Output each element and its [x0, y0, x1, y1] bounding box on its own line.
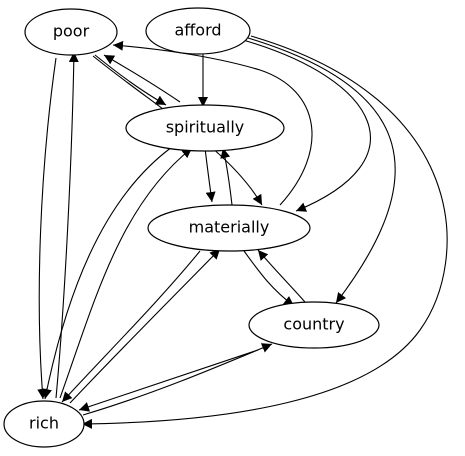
- edge-materially-to-poor: [112, 40, 313, 206]
- edge-poor-to-spiritually: [94, 54, 167, 106]
- edge-rich-to-spiritually: [59, 147, 193, 399]
- node-spiritually[interactable]: spiritually: [125, 104, 285, 152]
- node-poor-label: poor: [53, 22, 90, 41]
- edge-afford-to-materially: [242, 39, 371, 212]
- edge-afford-to-country: [247, 37, 396, 304]
- edge-poor-to-rich: [37, 57, 57, 400]
- node-poor[interactable]: poor: [24, 8, 118, 56]
- edge-rich-to-country: [82, 343, 273, 416]
- edge-rich-to-materially: [69, 248, 221, 404]
- node-afford-label: afford: [174, 21, 221, 40]
- edge-spiritually-to-materially: [204, 147, 216, 203]
- edge-country-to-materially: [257, 249, 306, 303]
- node-spiritually-label: spiritually: [166, 118, 245, 137]
- edge-country-to-rich: [78, 349, 259, 412]
- node-country[interactable]: country: [248, 301, 380, 349]
- node-materially-label: materially: [189, 218, 270, 237]
- node-materially[interactable]: materially: [147, 204, 311, 252]
- node-rich[interactable]: rich: [3, 400, 85, 448]
- edge-spiritually-to-rich: [42, 146, 173, 400]
- edge-rich-to-poor: [55, 51, 79, 399]
- node-country-label: country: [283, 315, 344, 334]
- node-rich-label: rich: [29, 414, 59, 433]
- node-afford[interactable]: afford: [145, 7, 251, 55]
- edge-materially-to-country: [243, 250, 295, 307]
- edge-materially-to-rich: [61, 250, 201, 403]
- edge-materially-to-spiritually: [220, 147, 233, 206]
- edge-spiritually-to-poor: [103, 54, 181, 103]
- edge-afford-to-rich: [81, 35, 448, 429]
